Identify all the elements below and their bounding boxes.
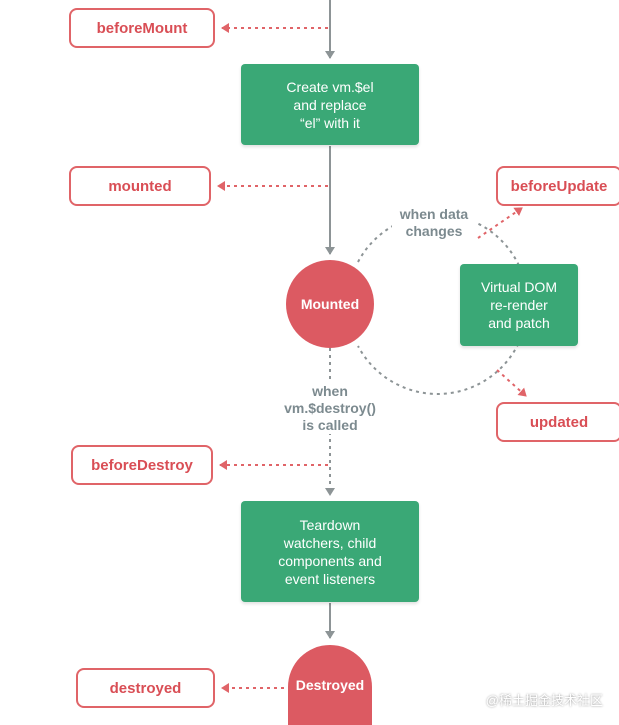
before-update-hook: beforeUpdate [496,166,619,206]
before-mount-hook: beforeMount [69,8,215,48]
updated-hook: updated [496,402,619,442]
when-data-changes-label: when data changes [392,206,476,240]
arrow-to-updated [496,369,527,397]
destroyed-state: Destroyed [288,645,372,725]
destroyed-hook: destroyed [76,668,215,708]
arrow-to-before-update [477,207,523,239]
teardown-step: Teardown watchers, child components and … [241,501,419,602]
watermark: @稀土掘金技术社区 [485,693,603,708]
mounted-state: Mounted [286,260,374,348]
virtual-dom-step: Virtual DOM re-render and patch [460,264,578,346]
when-destroy-called-label: when vm.$destroy() is called [270,383,390,434]
create-el-step: Create vm.$el and replace “el” with it [241,64,419,145]
before-destroy-hook: beforeDestroy [71,445,213,485]
mounted-hook: mounted [69,166,211,206]
